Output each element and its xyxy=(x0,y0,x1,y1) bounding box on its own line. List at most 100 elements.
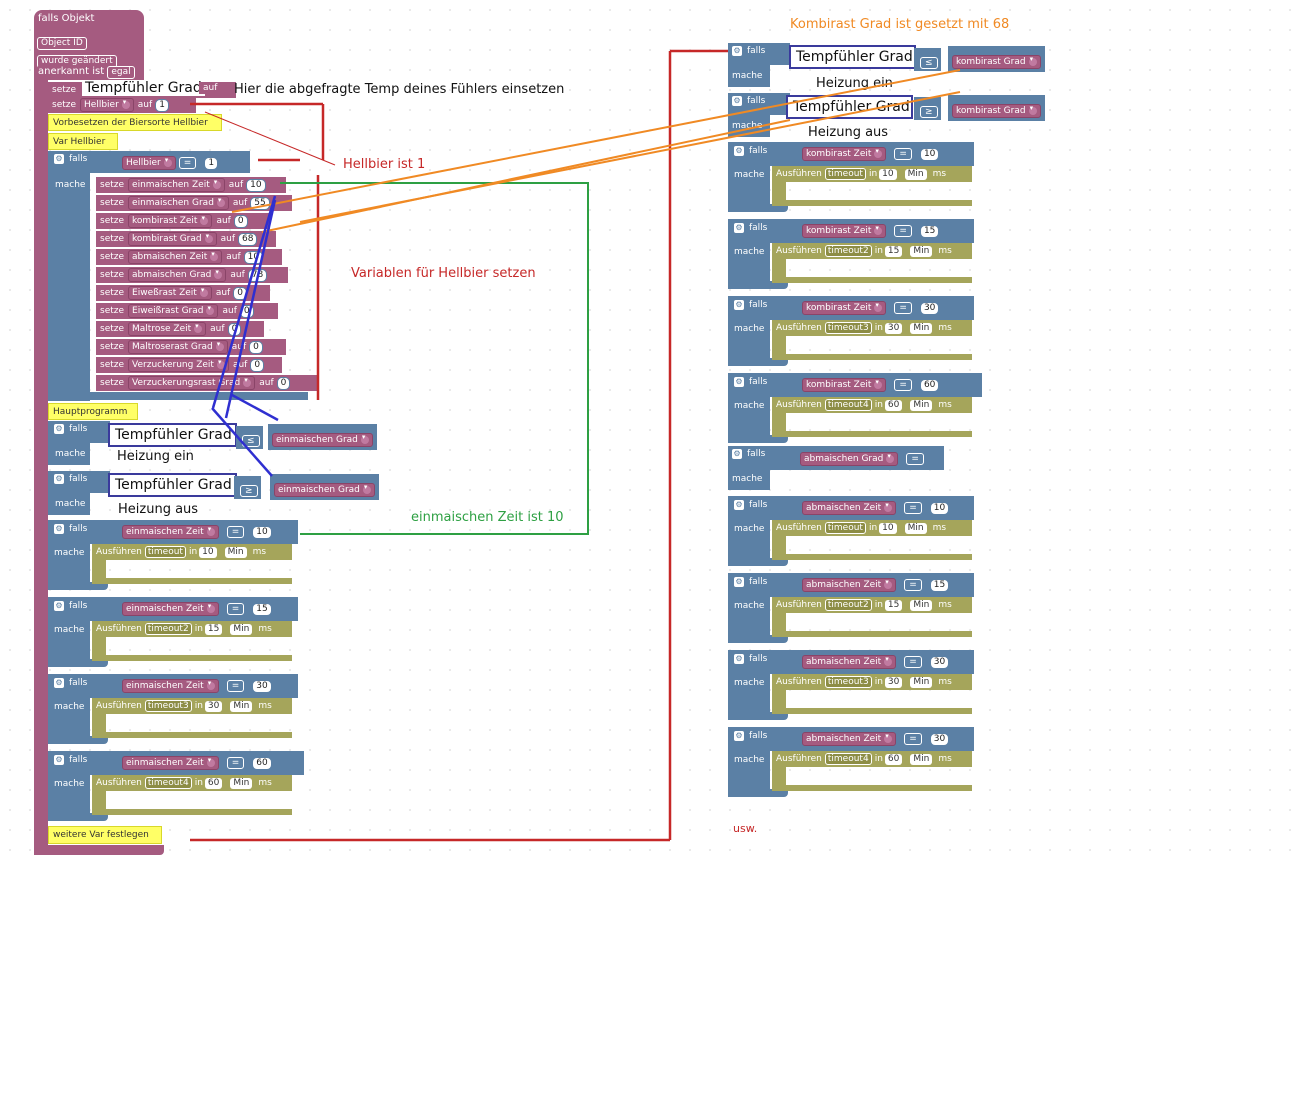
comment-var-hellbier[interactable]: Var Hellbier xyxy=(48,133,118,150)
var-chip[interactable]: kombirast Zeit xyxy=(802,147,887,161)
timeout-value[interactable]: 60 xyxy=(884,753,903,765)
var-chip[interactable]: einmaischen Zeit xyxy=(122,602,219,616)
compare-value[interactable]: 15 xyxy=(919,224,940,238)
var-chip[interactable]: abmaischen Zeit xyxy=(802,501,897,515)
timer-condition[interactable]: einmaischen Zeit=30 xyxy=(122,679,272,693)
timer-condition[interactable]: abmaischen Zeit=15 xyxy=(802,578,950,592)
object-id-field[interactable]: Object ID xyxy=(37,37,87,50)
timeout-value[interactable]: 10 xyxy=(199,546,217,558)
var-chip[interactable]: kombirast Zeit xyxy=(802,301,887,315)
unit-dropdown[interactable]: Min xyxy=(230,777,253,789)
timer-condition[interactable]: kombirast Zeit = 60 xyxy=(802,378,940,392)
compare-value[interactable]: 10 xyxy=(929,501,950,515)
compare-value[interactable]: 15 xyxy=(252,602,272,616)
var-chip[interactable]: kombirast Grad xyxy=(128,232,217,246)
compare-operator[interactable]: = xyxy=(894,379,912,391)
gear-icon[interactable]: ⚙ xyxy=(734,577,744,587)
compare-value[interactable]: 30 xyxy=(929,732,950,746)
var-chip[interactable]: einmaischen Zeit xyxy=(122,679,219,693)
abm-grad-condition[interactable]: abmaischen Grad = xyxy=(800,452,924,466)
comment-vorbesetzen[interactable]: Vorbesetzen der Biersorte Hellbier xyxy=(48,114,222,131)
timeout-value[interactable]: 10 xyxy=(879,168,897,180)
var-chip[interactable]: abmaischen Grad xyxy=(128,268,227,282)
timer-condition[interactable]: abmaischen Zeit=30 xyxy=(802,732,950,746)
set-value[interactable]: 10 xyxy=(246,178,266,192)
timer-condition[interactable]: einmaischen Zeit = 15 xyxy=(122,602,272,616)
gear-icon[interactable]: ⚙ xyxy=(732,46,742,56)
gear-icon[interactable]: ⚙ xyxy=(734,223,744,233)
unit-dropdown[interactable]: Min xyxy=(904,522,927,534)
timeout-name[interactable]: timeout3 xyxy=(144,700,192,712)
timeout-value[interactable]: 10 xyxy=(879,522,897,534)
timer-condition[interactable]: einmaischen Zeit=60 xyxy=(122,756,272,770)
timer-condition[interactable]: einmaischen Zeit=10 xyxy=(122,525,272,539)
unit-dropdown[interactable]: Min xyxy=(224,546,247,558)
compare-value[interactable]: 30 xyxy=(929,655,950,669)
gear-icon[interactable]: ⚙ xyxy=(732,96,742,106)
compare-value[interactable]: 10 xyxy=(919,147,940,161)
var-chip[interactable]: Verzuckerungsrast Grad xyxy=(128,376,256,390)
set-value[interactable]: 0 xyxy=(233,286,247,300)
compare-operator[interactable]: = xyxy=(904,656,922,668)
timer-condition[interactable]: kombirast Zeit=10 xyxy=(802,147,940,161)
gear-icon[interactable]: ⚙ xyxy=(734,731,744,741)
var-chip[interactable]: einmaischen Grad xyxy=(128,196,229,210)
var-chip[interactable]: kombirast Zeit xyxy=(802,378,887,392)
unit-dropdown[interactable]: Min xyxy=(910,676,933,688)
set-hellbier-block[interactable]: setze Hellbier auf 1 xyxy=(48,97,196,113)
var-chip[interactable]: einmaischen Zeit xyxy=(122,756,219,770)
ack-dropdown[interactable]: egal xyxy=(107,66,135,79)
compare-operator[interactable]: = xyxy=(226,603,245,615)
compare-operator[interactable]: = xyxy=(906,453,924,465)
timeout-name[interactable]: timeout xyxy=(824,168,866,180)
timeout-name[interactable]: timeout4 xyxy=(144,777,192,789)
set-value[interactable]: 0 xyxy=(233,214,248,228)
var-chip[interactable]: Eiweißrast Grad xyxy=(128,304,219,318)
set-value[interactable]: 0 xyxy=(249,340,263,354)
unit-dropdown[interactable]: Min xyxy=(910,599,933,611)
compare-operator[interactable]: = xyxy=(904,502,922,514)
timeout-value[interactable]: 30 xyxy=(204,700,223,712)
compare-value[interactable]: 30 xyxy=(919,301,940,315)
hellbier-value[interactable]: 1 xyxy=(155,98,169,112)
gear-icon[interactable]: ⚙ xyxy=(54,524,64,534)
compare-operator[interactable]: ≥ xyxy=(920,106,938,118)
gear-icon[interactable]: ⚙ xyxy=(54,601,64,611)
gear-icon[interactable]: ⚙ xyxy=(54,154,64,164)
timer-condition[interactable]: kombirast Zeit = 15 xyxy=(802,224,940,238)
compare-operator[interactable]: = xyxy=(904,579,922,591)
timeout-value[interactable]: 60 xyxy=(884,399,903,411)
var-chip[interactable]: Verzuckerung Zeit xyxy=(128,358,229,372)
set-value[interactable]: 0 xyxy=(250,358,265,372)
compare-operator[interactable]: = xyxy=(894,225,912,237)
compare-value[interactable]: 60 xyxy=(919,378,940,392)
gear-icon[interactable]: ⚙ xyxy=(54,678,64,688)
if-hellbier-condition[interactable]: Hellbier = 1 xyxy=(122,156,219,170)
var-chip[interactable]: abmaischen Zeit xyxy=(128,250,223,264)
if-hellbier-block[interactable] xyxy=(48,151,90,401)
comment-weitere-var[interactable]: weitere Var festlegen xyxy=(48,826,162,844)
var-chip[interactable]: kombirast Zeit xyxy=(802,224,887,238)
timeout-value[interactable]: 15 xyxy=(204,623,223,635)
timeout-name[interactable]: timeout3 xyxy=(824,676,872,688)
gear-icon[interactable]: ⚙ xyxy=(734,300,744,310)
timeout-value[interactable]: 30 xyxy=(884,322,903,334)
timeout-name[interactable]: timeout xyxy=(824,522,866,534)
compare-operator[interactable]: ≥ xyxy=(240,485,258,497)
set-value[interactable]: 68 xyxy=(238,232,258,246)
unit-dropdown[interactable]: Min xyxy=(910,322,933,334)
unit-dropdown[interactable]: Min xyxy=(910,753,933,765)
timeout-value[interactable]: 15 xyxy=(884,245,903,257)
set-value[interactable]: 0 xyxy=(276,376,291,390)
compare-operator[interactable]: = xyxy=(226,680,245,692)
timeout-value[interactable]: 30 xyxy=(884,676,903,688)
timeout-name[interactable]: timeout2 xyxy=(824,245,872,257)
gear-icon[interactable]: ⚙ xyxy=(54,424,64,434)
compare-operator[interactable]: ≤ xyxy=(920,57,938,69)
